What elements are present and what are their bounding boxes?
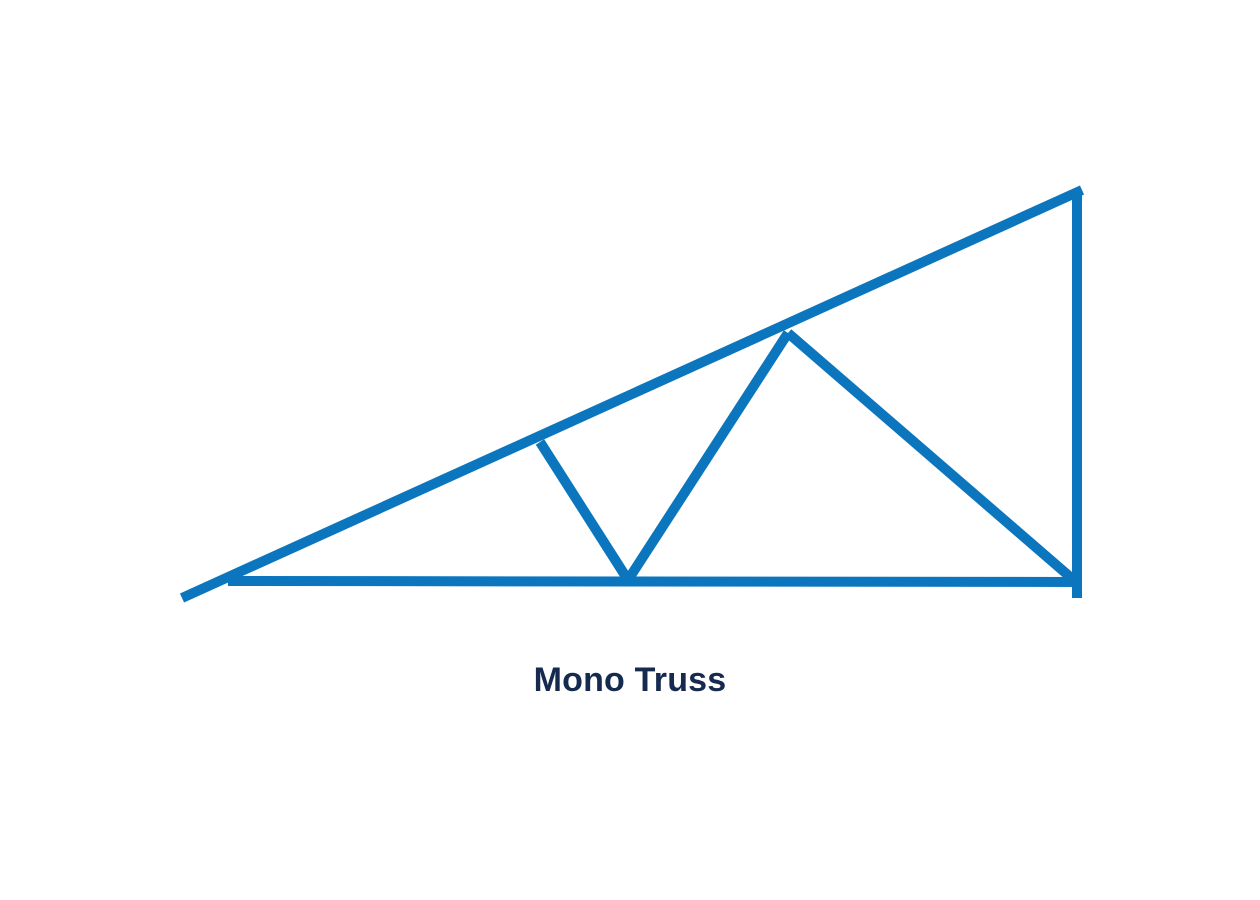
bottom-chord-member <box>227 576 1082 587</box>
web-member-c <box>784 329 1080 586</box>
truss-member-group <box>179 185 1085 603</box>
web-member-a <box>535 439 633 583</box>
web-member-b <box>623 330 793 583</box>
top-chord-member <box>179 185 1085 603</box>
